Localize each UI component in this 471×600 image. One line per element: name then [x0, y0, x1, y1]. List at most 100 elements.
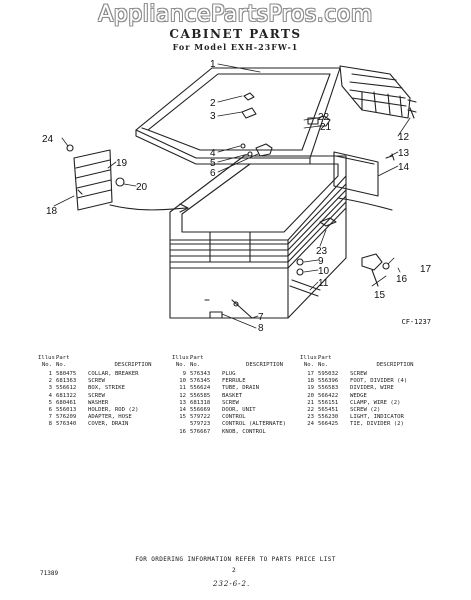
callout-4: 4 — [210, 148, 216, 159]
exploded-diagram: 1 2 3 4 5 6 7 8 9 10 11 12 13 14 15 16 1… — [42, 59, 432, 334]
callout-24: 24 — [42, 134, 54, 145]
callout-22: 22 — [318, 112, 330, 123]
callout-5: 5 — [210, 158, 216, 169]
part-no: 556669 — [190, 407, 211, 414]
callout-7: 7 — [258, 312, 264, 323]
illus-no: 19 — [307, 385, 314, 392]
illus-no — [172, 421, 190, 428]
parts-row: 1 580475 COLLAR, BREAKER — [38, 371, 178, 378]
part-no: 566422 — [318, 392, 339, 399]
illus-no: 20 — [307, 392, 314, 399]
callout-16: 16 — [396, 274, 408, 285]
part-no: 556612 — [56, 385, 77, 392]
part-description: ADAPTER, HOSE — [88, 414, 132, 421]
parts-row: 20 566422 WEDGE — [300, 393, 440, 400]
lid-drawing — [135, 67, 341, 165]
hdr-part: Part — [318, 355, 332, 361]
hdr-no2: No. — [56, 361, 67, 368]
part-description: DOOR, UNIT — [222, 407, 256, 414]
part-no: 579722 — [190, 414, 211, 421]
callout-20: 20 — [136, 182, 148, 193]
hdr-part: Part — [190, 355, 204, 361]
part-description: BASKET — [222, 392, 243, 399]
callout-12: 12 — [398, 132, 410, 143]
illus-no: 1 — [48, 371, 52, 377]
callout-18: 18 — [46, 206, 58, 217]
drain-drawing — [209, 299, 253, 319]
unit-door-drawing — [333, 151, 379, 197]
part-no: 556583 — [318, 385, 339, 392]
part-description: CLAMP, WIRE (2) — [350, 399, 401, 406]
part-description: SCREW (2) — [350, 407, 381, 414]
part-description: SCREW — [88, 392, 105, 399]
callout-14: 14 — [398, 162, 410, 173]
clamp-drawing — [307, 115, 331, 127]
control-drawing — [361, 253, 390, 287]
ordering-footer: FOR ORDERING INFORMATION REFER TO PARTS … — [135, 556, 336, 563]
parts-header-2: No. No. DESCRIPTION — [38, 362, 178, 369]
part-description: CONTROL — [222, 414, 246, 421]
callout-10: 10 — [318, 266, 330, 277]
part-description: TUBE, DRAIN — [222, 385, 260, 392]
figure-code: CF-1237 — [401, 318, 431, 326]
part-description: WEDGE — [350, 392, 367, 399]
assembly-arrow — [109, 204, 187, 211]
illus-no: 8 — [48, 421, 52, 428]
illus-no: 24 — [307, 421, 314, 428]
part-no: 681318 — [190, 399, 211, 406]
part-no: 556585 — [190, 392, 211, 399]
parts-row: 3 556612 BOX, STRIKE — [38, 385, 178, 392]
hdr-no1: No. — [175, 361, 186, 368]
indicator-light-drawing — [289, 217, 337, 297]
divider-foot-drawing — [66, 144, 125, 195]
strike-box-drawing — [241, 92, 257, 119]
illus-no: 14 — [179, 407, 186, 414]
hdr-description: DESCRIPTION — [114, 361, 152, 368]
part-description: COLLAR, BREAKER — [88, 371, 139, 377]
illus-no: 12 — [179, 392, 186, 399]
part-no: 576340 — [56, 421, 77, 428]
callout-19: 19 — [116, 158, 128, 169]
hdr-illus: Illus. — [38, 355, 59, 361]
illus-no: 11 — [179, 385, 186, 392]
illus-no: 6 — [48, 407, 52, 414]
illus-no: 4 — [48, 392, 52, 399]
callout-9: 9 — [318, 256, 324, 267]
part-no: 579723 — [190, 421, 211, 428]
part-description: FOOT, DIVIDER (4) — [350, 378, 408, 385]
leader-lines — [53, 63, 411, 329]
hdr-no1: No. — [41, 361, 52, 368]
hdr-no2: No. — [318, 361, 329, 368]
illus-no: 5 — [48, 399, 52, 406]
illus-no: 15 — [179, 414, 186, 421]
callout-6: 6 — [210, 168, 216, 179]
part-description: KNOB, CONTROL — [222, 428, 266, 435]
footer-code: 71389 — [40, 570, 59, 577]
part-description: FERRULE — [222, 378, 246, 385]
part-no: 595032 — [318, 371, 339, 377]
callout-1: 1 — [210, 59, 216, 70]
part-description: BOX, STRIKE — [88, 385, 126, 392]
hdr-illus: Illus. — [300, 355, 321, 361]
callout-11: 11 — [318, 278, 329, 289]
part-description: CONTROL (ALTERNATE) — [222, 421, 286, 428]
part-no: 566425 — [318, 421, 339, 428]
illus-no: 7 — [48, 414, 52, 421]
illus-no: 17 — [307, 371, 314, 377]
part-description: HOLDER, ROD (2) — [88, 407, 139, 414]
part-no: 580475 — [56, 371, 77, 377]
illus-no: 3 — [48, 385, 52, 392]
callout-15: 15 — [374, 290, 386, 301]
callout-13: 13 — [398, 148, 410, 159]
hdr-description: DESCRIPTION — [376, 361, 414, 368]
